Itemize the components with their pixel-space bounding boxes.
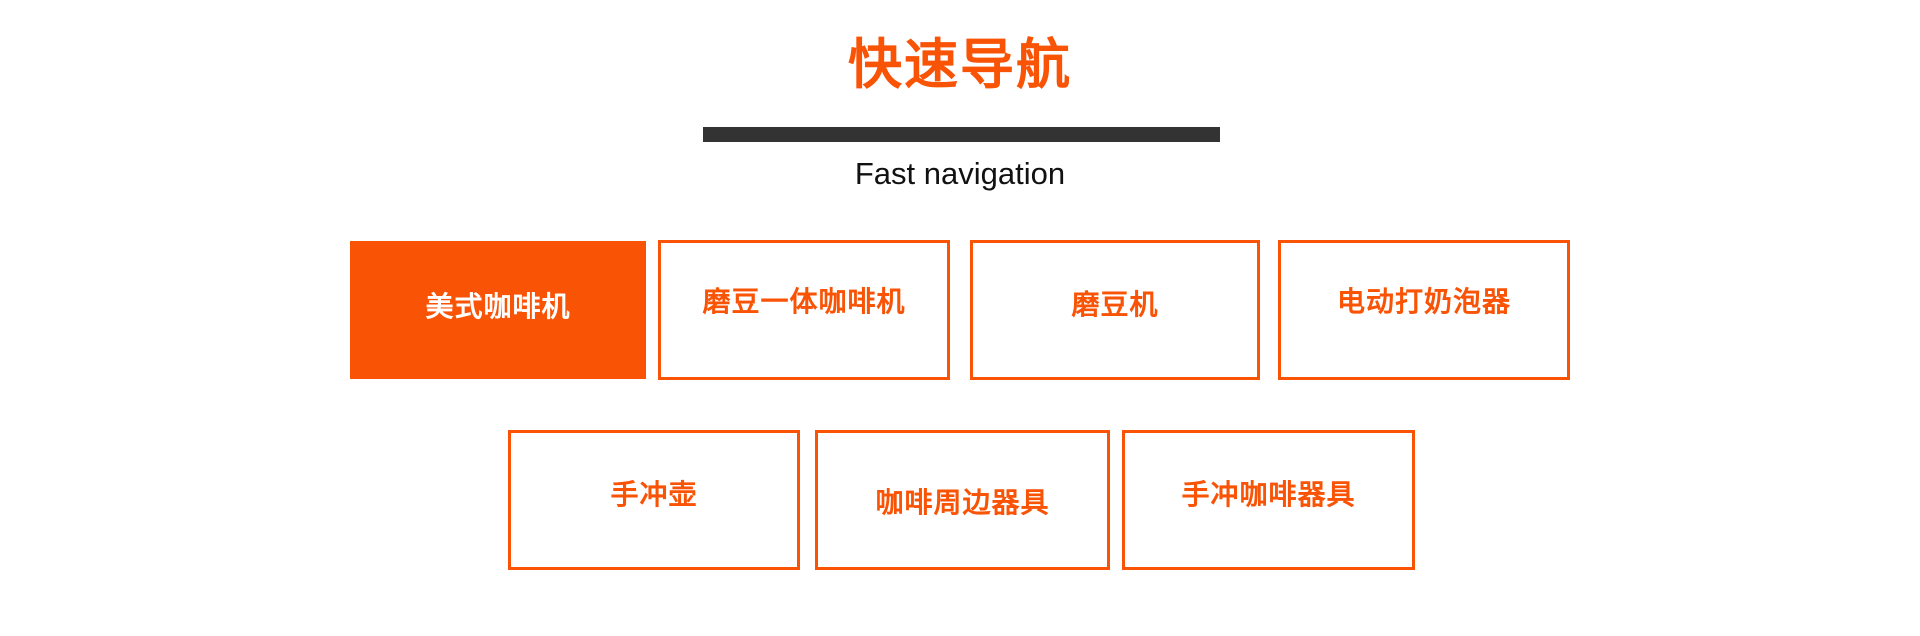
nav-button-electric-milk-frother[interactable]: 电动打奶泡器	[1278, 240, 1570, 380]
nav-button-pour-over-coffee-equipment[interactable]: 手冲咖啡器具	[1122, 430, 1415, 570]
title-underline-rule	[703, 127, 1220, 142]
nav-button-coffee-accessories[interactable]: 咖啡周边器具	[815, 430, 1110, 570]
nav-button-label: 美式咖啡机	[425, 291, 571, 322]
nav-button-pour-over-kettle[interactable]: 手冲壶	[508, 430, 800, 570]
nav-button-label: 手冲咖啡器具	[1181, 479, 1356, 510]
nav-button-american-coffee-machine[interactable]: 美式咖啡机	[350, 241, 646, 379]
nav-button-label: 咖啡周边器具	[875, 487, 1050, 518]
nav-button-label: 磨豆机	[1071, 289, 1159, 320]
nav-button-label: 电动打奶泡器	[1336, 286, 1511, 317]
nav-button-grinder-integrated-coffee-machine[interactable]: 磨豆一体咖啡机	[658, 240, 950, 380]
nav-button-label: 磨豆一体咖啡机	[702, 286, 906, 317]
page-title: 快速导航	[848, 35, 1072, 95]
nav-button-bean-grinder[interactable]: 磨豆机	[970, 240, 1260, 380]
nav-button-label: 手冲壶	[610, 479, 698, 510]
page-subtitle: Fast navigation	[854, 156, 1066, 191]
